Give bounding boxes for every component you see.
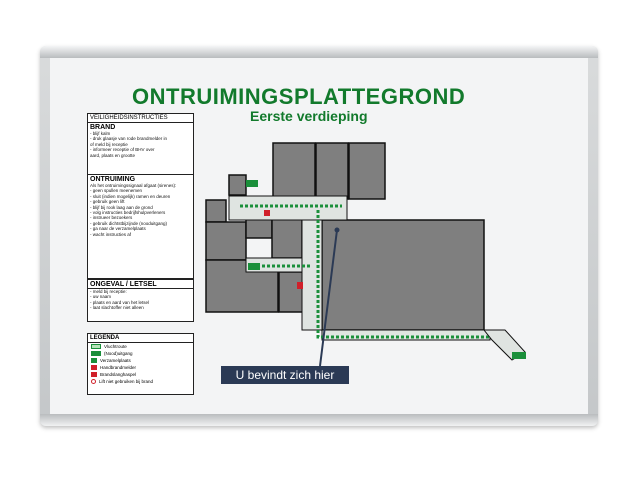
instruction-line: - ga naar de verzamelplaats <box>90 226 146 232</box>
room <box>272 142 316 200</box>
exit-sign-icon <box>248 263 260 270</box>
legend-header: LEGENDA <box>88 334 193 343</box>
fire-hose-icon <box>264 210 270 216</box>
room <box>228 174 247 196</box>
room <box>271 217 303 259</box>
safety-instructions: VEILIGHEIDSINSTRUCTIES BRAND - blijf kal… <box>87 113 194 279</box>
fire-alarm-icon <box>91 365 97 370</box>
instruction-line: - sluit (indien mogelijk) ramen en deure… <box>90 193 171 199</box>
legend-item-route: Vluchtroute <box>88 343 193 350</box>
section-ontruiming: ONTRUIMING Als het ontruimingssignaal af… <box>88 175 193 256</box>
assembly-point-icon <box>91 358 97 363</box>
instruction-line: - blijf kalm <box>90 131 111 136</box>
legend-item-alarm: Handbrandmelder <box>88 364 193 371</box>
room <box>205 221 247 261</box>
section-title: ONTRUIMING <box>90 176 136 183</box>
room <box>205 199 227 223</box>
exit-sign-icon <box>512 352 526 359</box>
instruction-line: - laat slachtoffer niet alleen <box>90 305 144 311</box>
fire-hose-icon <box>297 282 303 289</box>
evacuation-route <box>240 204 492 339</box>
instruction-line: - instrueer bezoekers <box>90 215 133 221</box>
rooms <box>205 142 485 331</box>
room <box>321 219 485 331</box>
accident-instructions: ONGEVAL / LETSEL - meld bij receptie: - … <box>87 279 194 322</box>
page-title: ONTRUIMINGSPLATTEGROND <box>132 84 466 109</box>
instruction-line: - blijf bij rook laag aan de grond <box>90 204 153 210</box>
instruction-line: Als het ontruimingssignaal afgaat (siren… <box>90 183 177 188</box>
instruction-line: - volg instructies bedrijfshulpverleners <box>90 210 166 216</box>
room <box>245 217 273 239</box>
instruction-line: - gebruik dichtstbijzijnde (nooduitgang) <box>90 220 168 226</box>
instruction-line: aard, plaats en grootte <box>90 152 136 158</box>
corridor <box>228 195 348 221</box>
you-are-here-label: U bevindt zich hier <box>221 366 349 384</box>
instruction-line: - plaats en aard van het letsel <box>90 299 150 305</box>
top-rail <box>40 46 598 58</box>
floor-subtitle: Eerste verdieping <box>250 108 368 124</box>
section-title: ONGEVAL / LETSEL <box>88 280 193 289</box>
route-line <box>316 210 492 339</box>
route-arrow-icon <box>91 344 101 349</box>
instructions-header: VEILIGHEIDSINSTRUCTIES <box>88 114 193 123</box>
legend-item-exit: (Nood)uitgang <box>88 350 193 357</box>
section-title: BRAND <box>90 124 116 131</box>
instruction-line: - gebruik geen lift <box>90 199 125 205</box>
instruction-line: - wacht instructies af <box>90 231 132 237</box>
instruction-line: - uw naam <box>90 294 112 300</box>
exit-sign-icon <box>246 180 258 187</box>
instruction-line: - informeer receptie of BHV over <box>90 147 155 153</box>
exit-sign-icon <box>91 351 101 356</box>
room <box>315 142 349 200</box>
instruction-line: - druk glaasje van rode brandmelder in <box>90 136 168 142</box>
instruction-line: - meld bij receptie: <box>90 289 127 294</box>
room <box>348 142 386 200</box>
legend-item-hose: Brandslanghaspel <box>88 371 193 378</box>
bottom-rail <box>40 414 598 426</box>
legend: LEGENDA Vluchtroute (Nood)uitgang Verzam… <box>87 333 194 395</box>
legend-item-lift: Lift niet gebruiken bij brand <box>88 378 193 385</box>
section-brand: BRAND - blijf kalm - druk glaasje van ro… <box>88 123 193 175</box>
instruction-line: of meld bij receptie <box>90 141 128 147</box>
fire-hose-icon <box>91 372 97 377</box>
pointer-line <box>319 229 338 367</box>
instruction-line: - geen spullen meenemen <box>90 188 143 194</box>
legend-item-assembly: Verzamelplaats <box>88 357 193 364</box>
no-lift-icon <box>91 379 96 384</box>
